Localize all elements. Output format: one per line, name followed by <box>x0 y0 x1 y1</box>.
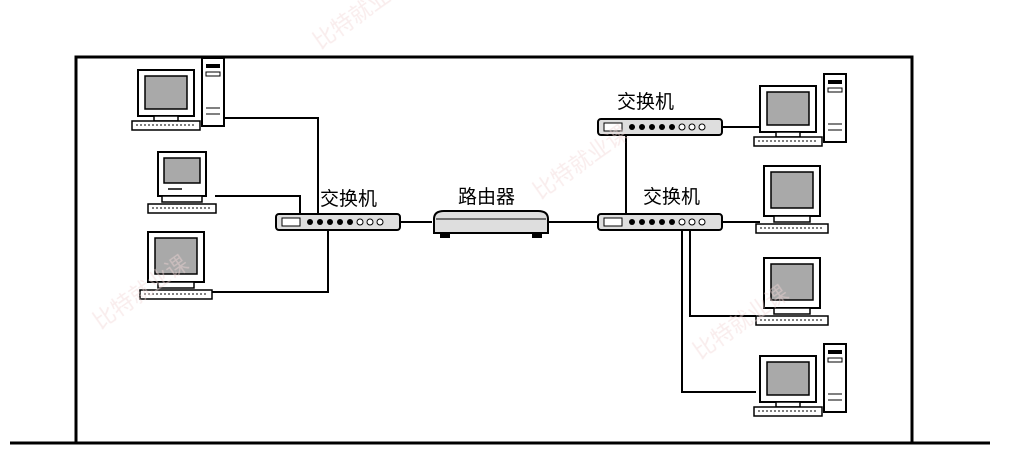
switch-icon <box>275 213 401 231</box>
building-frame <box>74 55 914 443</box>
pc-tower-icon <box>131 57 225 131</box>
pc-tower-icon <box>753 73 847 147</box>
router-icon <box>433 210 549 239</box>
cable-switch-right-pc4-right <box>681 228 756 393</box>
switch-right-label: 交换机 <box>643 186 701 208</box>
watermark-text: 比特就业课 <box>309 0 413 55</box>
cable-pc1-switch-left <box>225 117 319 217</box>
cable-switch-right-pc3-right <box>689 228 756 317</box>
cable-pc3-switch-left <box>212 227 329 293</box>
mac-icon <box>147 151 217 214</box>
cables <box>212 117 760 393</box>
pc-icon <box>755 165 829 234</box>
watermark-text: 比特就业课 <box>529 121 633 205</box>
pc-tower-icon <box>753 343 847 417</box>
cable-mac-switch-left <box>215 195 301 217</box>
router-label: 路由器 <box>458 186 516 208</box>
switch-top-right-label: 交换机 <box>617 91 675 113</box>
switch-left-label: 交换机 <box>320 188 378 210</box>
switch-icon <box>597 213 723 231</box>
